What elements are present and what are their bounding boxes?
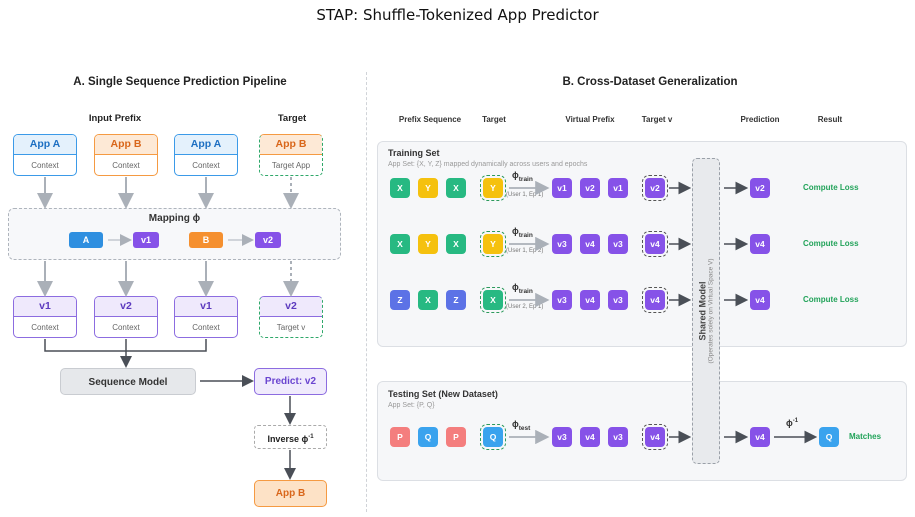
mapping-box xyxy=(8,208,341,260)
result-label: Compute Loss xyxy=(803,295,859,304)
phi-label: ϕtrain xyxy=(512,226,533,239)
header-virtual-prefix: Virtual Prefix xyxy=(565,115,615,124)
prefix-token: X xyxy=(390,234,410,254)
header-result: Result xyxy=(817,115,843,124)
prefix-token: X xyxy=(418,290,438,310)
header-target-v: Target v xyxy=(641,115,673,124)
virtual-token: v4 xyxy=(580,290,600,310)
phi-label: ϕtrain xyxy=(512,282,533,295)
virtual-token: v4 xyxy=(580,234,600,254)
header-prediction: Prediction xyxy=(740,115,780,124)
testing-set-title: Testing Set (New Dataset) xyxy=(388,389,498,399)
shared-model-box xyxy=(692,158,720,464)
prefix-token: X xyxy=(446,234,466,254)
prefix-token: X xyxy=(390,178,410,198)
section-a-title: A. Single Sequence Prediction Pipeline xyxy=(73,76,287,88)
training-set-title: Training Set xyxy=(388,148,440,158)
prediction-token: v4 xyxy=(750,290,770,310)
virtual-token: v3 xyxy=(552,427,572,447)
phi-note: (User 2, Ep 1) xyxy=(506,304,544,310)
target-v-token: v4 xyxy=(642,287,668,313)
prefix-token: P xyxy=(390,427,410,447)
prefix-token: Z xyxy=(390,290,410,310)
virtual-token: v3 xyxy=(552,290,572,310)
virtual-token: v1 xyxy=(608,178,628,198)
map-token-b: B xyxy=(189,232,223,248)
map-token-a: A xyxy=(69,232,103,248)
virtual-token: v3 xyxy=(608,234,628,254)
page-title: STAP: Shuffle-Tokenized App Predictor xyxy=(316,6,599,24)
mapping-title: Mapping ϕ xyxy=(148,213,201,224)
prediction-token: v4 xyxy=(750,427,770,447)
header-target: Target xyxy=(482,115,506,124)
inverse-phi-label: ϕ-1 xyxy=(786,418,799,428)
output-app-box: App B xyxy=(254,480,327,507)
target-v-token: v4 xyxy=(642,424,668,450)
target-token: X xyxy=(480,287,506,313)
prefix-token: Y xyxy=(418,178,438,198)
training-set-subtitle: App Set: {X, Y, Z} mapped dynamically ac… xyxy=(388,161,588,168)
map-token-v1: v1 xyxy=(133,232,159,248)
header-prefix-sequence: Prefix Sequence xyxy=(398,115,462,124)
panel-divider xyxy=(366,72,367,512)
prefix-token: Z xyxy=(446,290,466,310)
target-v-token: v2 xyxy=(642,175,668,201)
phi-note: (User 1, Ep 1) xyxy=(506,192,544,198)
virtual-token: v3 xyxy=(552,234,572,254)
virtual-token: v1 xyxy=(552,178,572,198)
section-b-title: B. Cross-Dataset Generalization xyxy=(562,76,738,88)
result-label: Compute Loss xyxy=(803,239,859,248)
output-token: Q xyxy=(819,427,839,447)
virtual-token: v3 xyxy=(608,427,628,447)
target-label: Target xyxy=(277,113,307,124)
phi-note: (User 1, Ep 2) xyxy=(506,248,544,254)
virtual-token: v2 xyxy=(580,178,600,198)
prediction-token: v2 xyxy=(750,178,770,198)
virtual-token: v3 xyxy=(608,290,628,310)
input-prefix-label: Input Prefix xyxy=(88,113,142,124)
phi-label: ϕtrain xyxy=(512,170,533,183)
testing-set-subtitle: App Set: {P, Q} xyxy=(388,402,435,409)
prefix-token: X xyxy=(446,178,466,198)
target-token: Y xyxy=(480,175,506,201)
virtual-token: v4 xyxy=(580,427,600,447)
map-token-v2: v2 xyxy=(255,232,281,248)
prefix-token: Y xyxy=(418,234,438,254)
target-token: Y xyxy=(480,231,506,257)
target-token: Q xyxy=(480,424,506,450)
inverse-mapping-box: Inverse ϕ-1 xyxy=(254,425,327,449)
result-label: Compute Loss xyxy=(803,183,859,192)
sequence-model-box: Sequence Model xyxy=(60,368,196,395)
prefix-token: P xyxy=(446,427,466,447)
phi-label: ϕtest xyxy=(512,419,531,432)
prefix-token: Q xyxy=(418,427,438,447)
target-v-token: v4 xyxy=(642,231,668,257)
predict-box: Predict: v2 xyxy=(254,368,327,395)
prediction-token: v4 xyxy=(750,234,770,254)
result-label: Matches xyxy=(849,432,882,441)
